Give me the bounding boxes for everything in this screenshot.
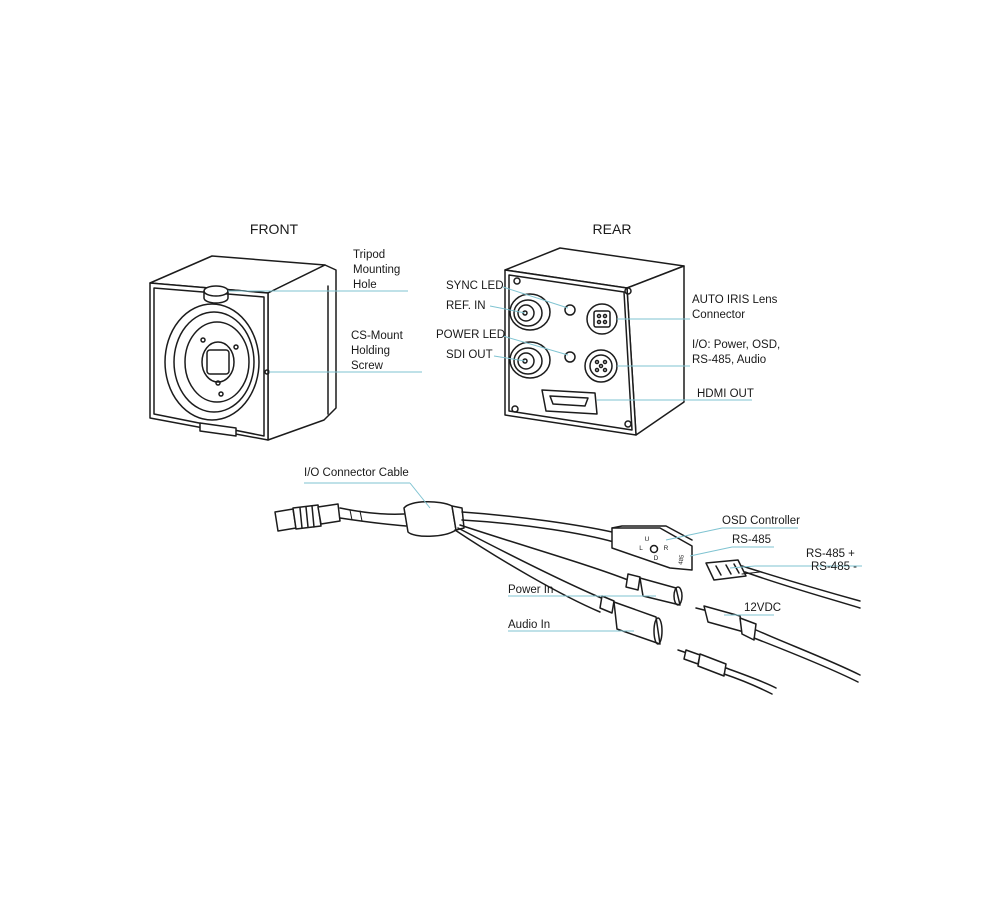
rs485-plus-leader-pointer (729, 565, 756, 569)
sdi-out-leader-line (493, 355, 526, 362)
io-label: I/O: Power, OSD, RS-485, Audio (692, 339, 780, 366)
auto-iris-label-line-1: AUTO IRIS Lens (692, 294, 778, 306)
power-led-label: POWER LED (436, 329, 505, 341)
sync-led-label: SYNC LED (446, 280, 504, 292)
osd-button-r: R (664, 545, 669, 552)
twelve-vdc-label: 12VDC (744, 602, 781, 614)
io-label-line-1: I/O: Power, OSD, (692, 339, 780, 351)
tripod-label-line-3: Hole (353, 279, 377, 291)
ref-in-label: REF. IN (446, 300, 486, 312)
auto-iris-label: AUTO IRIS Lens Connector (692, 294, 778, 321)
sdi-out-label: SDI OUT (446, 349, 493, 361)
rear-view-title: REAR (593, 221, 632, 237)
osd-button-d: D (654, 555, 659, 562)
audio-in-label: Audio In (508, 619, 550, 631)
csmount-label-line-2: Holding (351, 345, 390, 357)
sync-led-leader-line (502, 286, 569, 309)
io-cable-leader-pointer (409, 482, 431, 509)
camera-front-drawing (149, 255, 337, 441)
tripod-label-line-2: Mounting (353, 264, 400, 276)
osd-485-badge: 485 (678, 554, 686, 566)
hdmi-out-label: HDMI OUT (697, 388, 754, 400)
csmount-label-line-1: CS-Mount (351, 330, 404, 342)
rs485-leader-pointer (689, 546, 733, 557)
ref-in-leader-line (489, 305, 526, 314)
auto-iris-label-line-2: Connector (692, 309, 745, 321)
osd-button-u: U (645, 536, 650, 543)
power-led-leader-line (502, 335, 569, 356)
csmount-label-line-3: Screw (351, 360, 384, 372)
rs485-plus-label: RS-485 + (806, 548, 855, 560)
tripod-mounting-hole-label: Tripod Mounting Hole (353, 249, 400, 291)
osd-button-l: L (639, 545, 643, 552)
csmount-screw-label: CS-Mount Holding Screw (351, 330, 404, 372)
rs485-minus-label: RS-485 - (811, 561, 857, 573)
power-in-label: Power In (508, 584, 553, 596)
osd-controller-label: OSD Controller (722, 515, 800, 527)
camera-rear-drawing (504, 247, 685, 436)
rs485-label: RS-485 (732, 534, 771, 546)
io-connector-cable-label: I/O Connector Cable (304, 467, 409, 479)
io-label-line-2: RS-485, Audio (692, 354, 766, 366)
front-view-title: FRONT (250, 221, 299, 237)
osd-controller-leader-pointer (665, 527, 723, 541)
tripod-label-line-1: Tripod (353, 249, 385, 261)
osd-button-center (649, 544, 659, 554)
io-connector-cable-drawing: U L R D 485 (274, 501, 861, 695)
